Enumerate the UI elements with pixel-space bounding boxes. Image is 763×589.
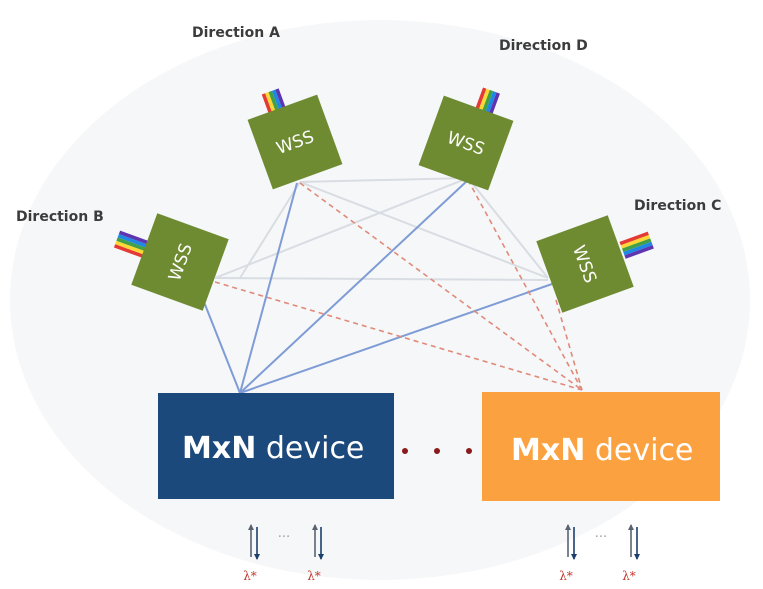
lambda-label: λ* — [243, 569, 257, 583]
wss-node-b: WSS — [113, 213, 229, 311]
lambda-label: λ* — [307, 569, 321, 583]
wss-box — [131, 213, 229, 311]
red-link-b — [214, 281, 583, 391]
device-box — [482, 392, 720, 501]
mesh-link-d-c — [467, 177, 549, 279]
wss-box — [418, 95, 514, 191]
mxn-device-left: MxN device — [158, 393, 394, 499]
lambda-label: λ* — [622, 569, 636, 583]
direction-a-label: Direction A — [192, 25, 280, 41]
updown-arrow-icon — [312, 524, 324, 560]
red-link-a — [299, 182, 583, 391]
updown-arrow-icon — [628, 524, 640, 560]
wss-node-a: WSS — [247, 88, 343, 190]
wss-node-d: WSS — [418, 87, 514, 191]
mxn-device-right: MxN device — [482, 392, 720, 501]
wss-node-c: WSS — [536, 215, 654, 313]
blue-link-a — [239, 182, 298, 394]
device-label: MxN device — [182, 431, 364, 466]
red-links — [214, 179, 583, 391]
blue-link-d — [239, 179, 469, 394]
device-connector-dots — [402, 448, 472, 454]
mesh-link-b-d — [214, 177, 469, 279]
lambda-label: λ* — [559, 569, 573, 583]
direction-d-label: Direction D — [499, 38, 588, 54]
io-arrows-left: ··· λ* λ* — [243, 524, 324, 583]
device-box — [158, 393, 394, 499]
dot — [402, 448, 408, 454]
device-label: MxN device — [511, 433, 693, 468]
red-link-d — [467, 179, 583, 391]
updown-arrow-icon — [248, 524, 260, 560]
wss-box — [247, 94, 343, 190]
fiber-bundle-icon — [619, 231, 654, 259]
updown-arrow-icon — [565, 524, 577, 560]
dot — [434, 448, 440, 454]
red-link-c — [555, 299, 583, 391]
fiber-bundle-icon — [113, 230, 149, 258]
blue-link-c — [239, 283, 553, 394]
dot — [466, 448, 472, 454]
io-arrows-right: ··· λ* λ* — [559, 524, 640, 583]
wss-box — [536, 215, 634, 313]
blue-links — [203, 179, 553, 394]
direction-b-label: Direction B — [16, 209, 104, 225]
mesh-link-a-d — [299, 177, 469, 183]
io-ellipsis: ··· — [278, 530, 290, 545]
blue-link-b — [203, 301, 241, 394]
direction-c-label: Direction C — [634, 198, 721, 214]
io-ellipsis: ··· — [595, 530, 607, 545]
mesh-link-a-c — [299, 181, 549, 279]
mesh-link-b-a — [239, 181, 301, 279]
